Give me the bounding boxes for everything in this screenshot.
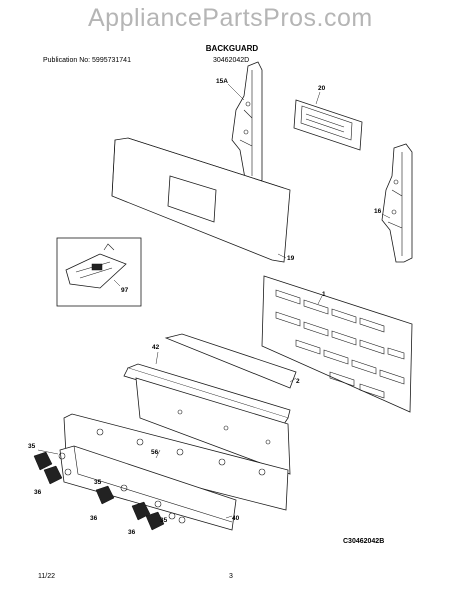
callout-15a: 15A (216, 78, 228, 85)
callout-36-b: 36 (90, 515, 98, 522)
publication-number: Publication No: 5995731741 (43, 57, 131, 64)
footer-page: 3 (229, 573, 233, 580)
diagram-code: C30462042B (343, 538, 385, 545)
knob-group-2[interactable] (95, 484, 128, 505)
callout-40: 40 (232, 515, 240, 522)
callout-36-c: 36 (128, 529, 136, 536)
part-56-manifold[interactable] (63, 413, 289, 511)
callout-1: 1 (322, 291, 326, 298)
part-2-panel-support[interactable] (135, 333, 297, 475)
footer-date: 11/22 (38, 573, 55, 580)
part-16-bracket[interactable] (381, 143, 413, 263)
callout-56: 56 (151, 449, 159, 456)
knob-group-1[interactable] (33, 451, 72, 485)
callout-42: 42 (152, 344, 160, 351)
part-1-rear-cover[interactable] (261, 275, 413, 413)
part-20-control-board[interactable] (293, 99, 363, 151)
callout-19: 19 (287, 255, 295, 262)
part-15a-bracket[interactable] (231, 61, 263, 187)
callout-97: 97 (121, 287, 129, 294)
part-19-backguard-panel[interactable] (111, 137, 291, 263)
part-40-knob-panel[interactable] (59, 445, 237, 531)
part-97-inset[interactable] (56, 237, 142, 307)
callout-35-a: 35 (28, 443, 36, 450)
diagram-title: BACKGUARD (205, 44, 259, 53)
part-42-channel[interactable] (123, 363, 291, 425)
callout-35-b: 35 (94, 479, 102, 486)
watermark: AppliancePartsPros.com (88, 4, 373, 32)
callout-36-a: 36 (34, 489, 42, 496)
callout-35-c: 35 (160, 517, 168, 524)
callout-2: 2 (296, 378, 300, 385)
model-number: 30462042D (213, 57, 250, 64)
callout-20: 20 (318, 85, 326, 92)
knob-group-3[interactable] (131, 500, 186, 531)
callout-16: 16 (374, 208, 382, 215)
